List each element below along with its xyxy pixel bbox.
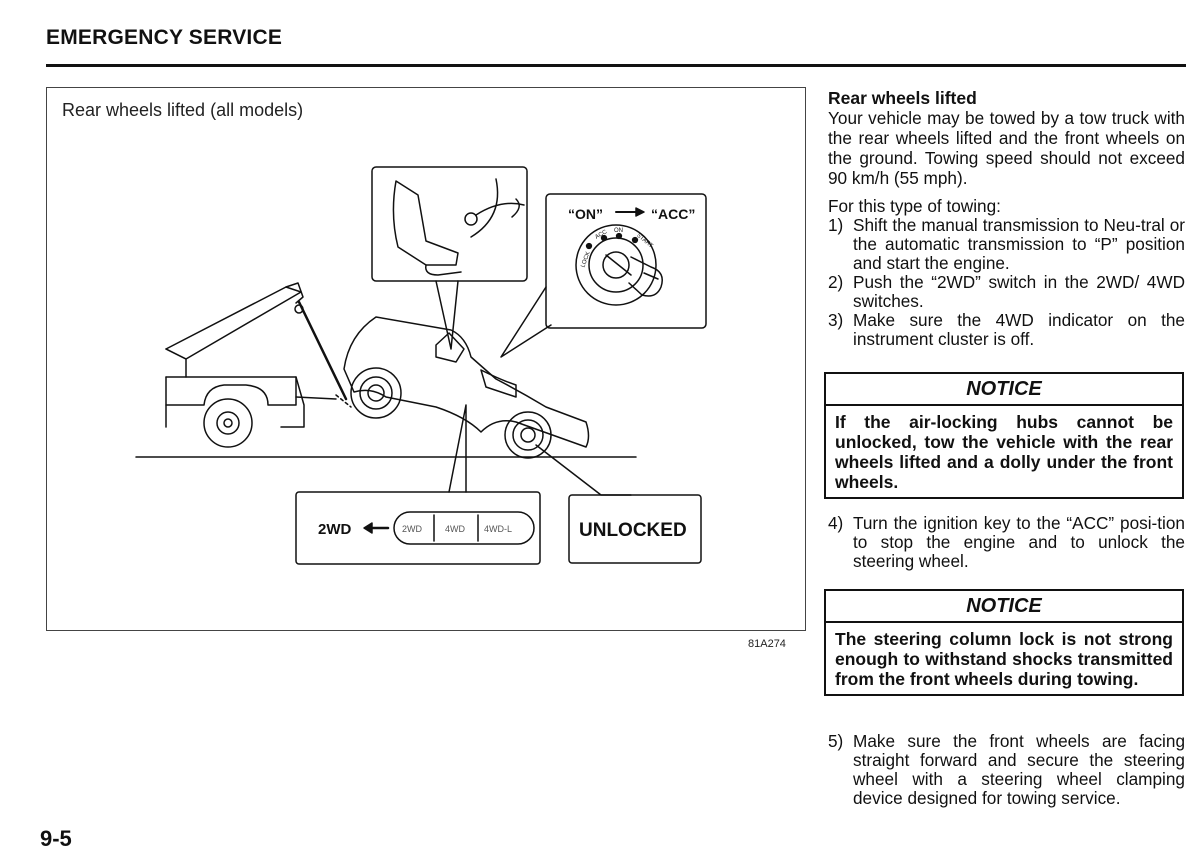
step-text: Make sure the front wheels are facing st…: [853, 731, 1185, 808]
section-header: EMERGENCY SERVICE: [46, 26, 283, 49]
switch-button-4wdl: 4WD-L: [484, 524, 512, 534]
tow-boom: [165, 286, 302, 360]
notice-heading: NOTICE: [826, 591, 1182, 623]
switch-button-4wd: 4WD: [445, 524, 466, 534]
list-item: 3) Make sure the 4WD indicator on the ins…: [828, 311, 1185, 349]
ignition-dial: [575, 224, 657, 306]
intro-paragraph: Your vehicle may be towed by a tow truck…: [828, 108, 1185, 188]
unlocked-label: UNLOCKED: [579, 520, 687, 541]
step-number: 5): [828, 731, 844, 751]
figure-caption: Rear wheels lifted (all models): [62, 100, 304, 120]
step-text: Make sure the 4WD indicator on the instr…: [853, 310, 1185, 349]
dial-label-acc: ACC: [594, 229, 609, 241]
step-number: 4): [828, 513, 844, 533]
list-item: 1) Shift the manual transmission to Neu-t…: [828, 216, 1185, 273]
notice-box-steering: NOTICE The steering column lock is not s…: [824, 589, 1184, 696]
notice-heading: NOTICE: [826, 374, 1182, 406]
tow-truck-wheel: [203, 398, 253, 448]
towed-vehicle: [343, 316, 590, 448]
hub-callout: [568, 494, 702, 564]
list-item: 4) Turn the ignition key to the “ACC” pos…: [828, 514, 1185, 571]
step-text: Shift the manual transmission to Neu-tra…: [853, 215, 1185, 273]
switch-button-2wd: 2WD: [402, 524, 423, 534]
tow-truck-body: [165, 376, 297, 406]
step-4-block: 4) Turn the ignition key to the “ACC” pos…: [828, 514, 1185, 571]
list-item: 2) Push the “2WD” switch in the 2WD/ 4WD …: [828, 273, 1185, 311]
section-title: Rear wheels lifted: [828, 88, 977, 108]
instructions-column: Rear wheels lifted Your vehicle may be t…: [828, 88, 1185, 349]
dial-label-lock: LOCK: [581, 251, 592, 268]
step-number: 3): [828, 310, 844, 330]
step-text: Push the “2WD” switch in the 2WD/ 4WD sw…: [853, 272, 1185, 311]
front-wheel: [504, 411, 552, 459]
dial-label-start: START: [635, 233, 654, 250]
switch-panel: [393, 511, 535, 545]
page-number: 9-5: [40, 826, 72, 851]
notice-box-hubs: NOTICE If the air-locking hubs cannot be…: [824, 372, 1184, 499]
key-from-label: “ON”: [568, 206, 603, 222]
lead-text: For this type of towing:: [828, 196, 1001, 216]
dial-label-on: ON: [614, 228, 623, 234]
figure-frame: [46, 87, 806, 631]
key-to-label: “ACC”: [651, 206, 695, 222]
step-text: Turn the ignition key to the “ACC” posi-…: [853, 513, 1185, 571]
rear-wheel: [350, 367, 402, 419]
steps-list: 1) Shift the manual transmission to Neu-t…: [828, 216, 1185, 349]
step-number: 2): [828, 272, 844, 292]
list-item: 5) Make sure the front wheels are facing …: [828, 732, 1185, 808]
switch-2wd-label: 2WD: [318, 521, 352, 538]
notice-text: If the air-locking hubs cannot be unlock…: [835, 412, 1173, 492]
towing-illustration: “ON” “ACC” LOCK ACC ON START 2WD 2WD 4WD…: [135, 166, 707, 565]
step-5-block: 5) Make sure the front wheels are facing …: [828, 732, 1185, 808]
switch-callout: [295, 491, 541, 565]
ignition-key-callout: [545, 193, 707, 329]
figure-code: 81A274: [748, 638, 786, 650]
header-rule: [46, 64, 1186, 67]
notice-text: The steering column lock is not strong e…: [835, 629, 1173, 689]
steering-callout: [371, 166, 528, 282]
step-number: 1): [828, 215, 844, 235]
